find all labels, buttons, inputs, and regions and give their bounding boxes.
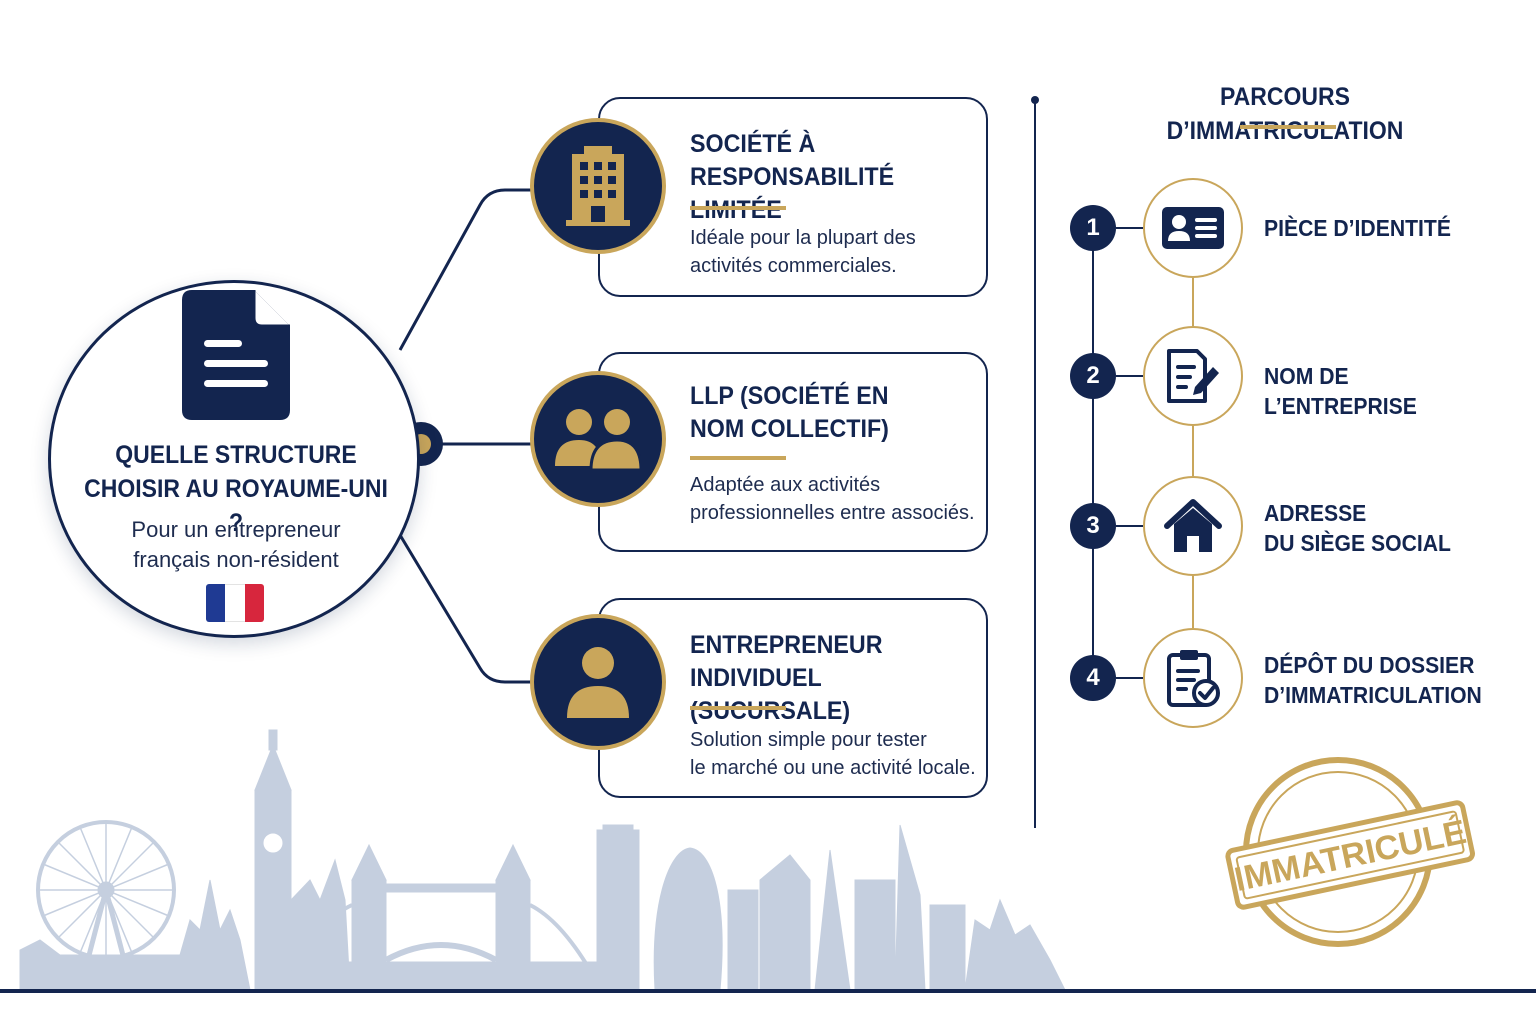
path-title: PARCOURS D’IMMATRICULATION xyxy=(1166,83,1404,145)
french-flag-icon xyxy=(206,584,264,622)
building-icon xyxy=(566,146,630,226)
id-card-icon xyxy=(1162,207,1224,249)
step-label-4: DÉPÔT DU DOSSIER D’IMMATRICULATION xyxy=(1264,652,1482,708)
step-number-2: 2 xyxy=(1070,353,1116,399)
step-timeline xyxy=(1092,227,1143,679)
option-title-sole-trader: ENTREPRENEUR INDIVIDUEL (SUCURSALE) xyxy=(690,631,883,725)
option-badge-sole-trader xyxy=(530,614,666,750)
option-title-llp: LLP (SOCIÉTÉ EN NOM COLLECTIF) xyxy=(690,382,889,443)
step-number-4: 4 xyxy=(1070,655,1116,701)
option-desc-ltd: Idéale pour la plupart des activités com… xyxy=(690,227,916,277)
house-icon xyxy=(1164,499,1222,552)
step-circle-4 xyxy=(1143,628,1243,728)
step-label-1: PIÈCE D’IDENTITÉ xyxy=(1264,215,1451,241)
london-skyline xyxy=(19,729,1066,993)
option-divider xyxy=(690,206,786,210)
connectors xyxy=(398,188,535,684)
path-title-underline xyxy=(1240,125,1336,129)
hub-subtitle: Pour un entrepreneur français non-réside… xyxy=(131,517,341,572)
option-desc-llp: Adaptée aux activités professionnelles e… xyxy=(690,474,975,524)
step-label-2: NOM DE L’ENTREPRISE xyxy=(1264,363,1417,419)
step-number-1: 1 xyxy=(1070,205,1116,251)
option-badge-llp xyxy=(530,371,666,507)
option-title-ltd: SOCIÉTÉ À RESPONSABILITÉ LIMITÉE xyxy=(690,130,895,224)
registered-stamp: IMMATRICULÉ xyxy=(1225,757,1475,947)
step-circle-3 xyxy=(1143,476,1243,576)
hub-title: QUELLE STRUCTURE CHOISIR AU ROYAUME-UNI … xyxy=(84,441,388,537)
partners-icon xyxy=(555,409,641,470)
edit-document-icon xyxy=(1167,349,1219,403)
option-badge-ltd xyxy=(530,118,666,254)
ground-line xyxy=(0,989,1536,993)
document-icon xyxy=(182,290,290,425)
option-desc-sole-trader: Solution simple pour tester le marché ou… xyxy=(690,729,976,779)
step-number-3: 3 xyxy=(1070,503,1116,549)
step-label-3: ADRESSE DU SIÈGE SOCIAL xyxy=(1264,500,1451,556)
option-divider xyxy=(690,456,786,460)
clipboard-check-icon xyxy=(1167,650,1220,707)
step-circle-1 xyxy=(1143,178,1243,278)
step-circle-2 xyxy=(1143,326,1243,426)
option-divider xyxy=(690,706,786,710)
person-icon xyxy=(567,647,629,718)
